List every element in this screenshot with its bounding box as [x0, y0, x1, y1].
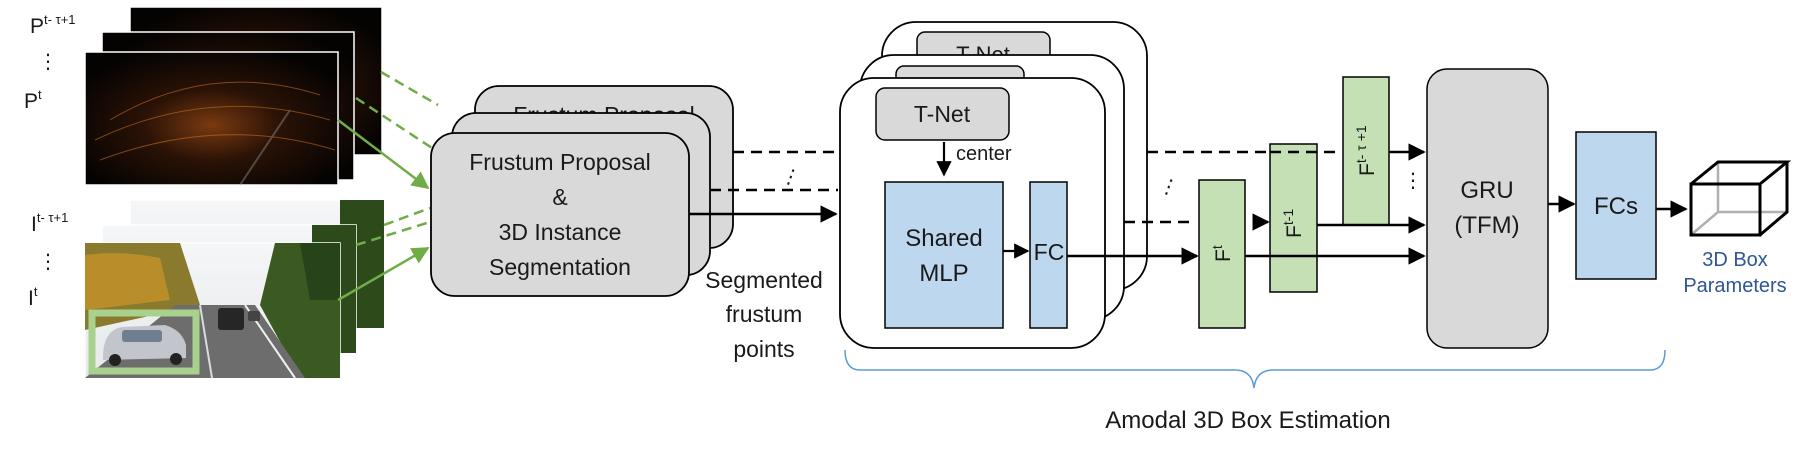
svg-text:Ft-1: Ft-1: [1280, 209, 1306, 238]
detected-car: [88, 309, 200, 375]
frustum-output-dots: ⋮: [778, 164, 804, 192]
fcs-box: [1575, 131, 1657, 280]
feature-f-t-minus-1: [1269, 143, 1318, 293]
estimation-brace: [844, 349, 1666, 389]
feature-f-t: [1198, 179, 1246, 329]
output-label: 3D Box Parameters: [1683, 249, 1786, 297]
svg-text:MLP: MLP: [919, 260, 968, 287]
svg-text:&: &: [552, 184, 567, 210]
point-cloud-stack: [84, 6, 383, 186]
image-stack: [84, 199, 385, 379]
point-cloud-dots: ⋮: [38, 51, 58, 73]
point-cloud-labels: Pt- τ+1 ⋮ Pt: [24, 12, 76, 113]
fcs-block: FCs: [1575, 131, 1657, 280]
frustum-proposal-module: Frustum Proposal Frustum Proposal & 3D I…: [430, 85, 734, 297]
svg-text:Pt: Pt: [24, 87, 42, 113]
svg-text:It- τ+1: It- τ+1: [31, 210, 68, 236]
tnet-box: [875, 87, 1010, 141]
image-labels: It- τ+1 ⋮ It: [28, 210, 68, 310]
svg-text:Segmentation: Segmentation: [489, 254, 631, 280]
point-cloud-frame-front: [84, 51, 339, 186]
shared-mlp-box: [884, 181, 1004, 329]
feature-f-t-minus-tau: [1342, 76, 1390, 226]
svg-text:T-Net: T-Net: [914, 101, 971, 127]
svg-text:Parameters: Parameters: [1683, 275, 1786, 297]
svg-text:Pt- τ+1: Pt- τ+1: [30, 12, 76, 38]
segmented-frustum-label: Segmented frustum points: [705, 267, 823, 362]
estimation-output-dots: ⋮: [1156, 174, 1182, 202]
svg-text:FCs: FCs: [1594, 193, 1638, 220]
feature-arrows: [1245, 143, 1426, 265]
image-dots: ⋮: [38, 251, 58, 273]
svg-text:Ft- τ +1: Ft- τ +1: [1353, 125, 1379, 176]
gru-box: [1426, 68, 1549, 349]
fc-box: [1029, 181, 1068, 329]
estimation-outputs: [1067, 150, 1270, 265]
cube-icon: [1689, 160, 1792, 237]
svg-text:3D Box: 3D Box: [1702, 249, 1768, 271]
svg-text:points: points: [733, 336, 794, 362]
input-connectors: [337, 70, 439, 302]
svg-text:(TFM): (TFM): [1454, 212, 1519, 239]
svg-text:Segmented: Segmented: [705, 267, 823, 293]
svg-text:Shared: Shared: [905, 225, 982, 252]
center-label: center: [956, 143, 1012, 165]
svg-text:3D Instance: 3D Instance: [499, 219, 622, 245]
feature-dots: ⋮: [1403, 170, 1423, 192]
svg-text:It: It: [28, 284, 38, 310]
svg-text:Frustum Proposal: Frustum Proposal: [469, 149, 651, 175]
temporal-features: Ft Ft-1 Ft- τ +1 ⋮: [1198, 76, 1423, 329]
estimation-module: T-Net T-Net center Shared MLP FC: [839, 21, 1148, 349]
detection-box: [88, 309, 200, 375]
lidar-scan-lines: [94, 81, 336, 186]
svg-text:FC: FC: [1034, 239, 1065, 265]
svg-text:GRU: GRU: [1460, 177, 1513, 204]
svg-text:Ft: Ft: [1209, 245, 1235, 262]
gru-block: GRU (TFM): [1426, 68, 1549, 349]
frustum-outputs: [689, 150, 838, 223]
svg-text:frustum: frustum: [726, 301, 803, 327]
brace-label: Amodal 3D Box Estimation: [1105, 407, 1390, 434]
